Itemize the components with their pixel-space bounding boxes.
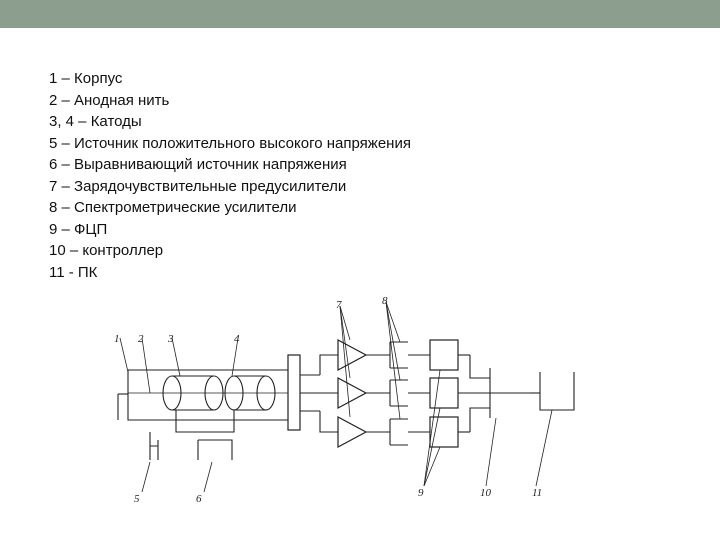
hv-source: [149, 432, 159, 460]
label-6: 6: [196, 493, 202, 505]
label-7: 7: [336, 299, 342, 311]
preamplifiers: [337, 338, 390, 449]
feedthrough-flange: [287, 354, 320, 431]
pc: [530, 372, 575, 411]
label-3: 3: [167, 333, 174, 345]
channel-3-line: [319, 411, 338, 433]
legend-item: 2 – Анодная нить: [49, 91, 170, 109]
channel-1-line: [319, 354, 338, 375]
legend-item: 3, 4 – Катоды: [49, 113, 142, 130]
label-10: 10: [480, 487, 492, 499]
legend-item: 8 – Спектрометрические усилители: [49, 199, 297, 216]
label-8: 8: [382, 295, 388, 307]
label-2: 2: [138, 333, 144, 345]
balancing-source: [197, 439, 233, 460]
legend-item: 10 – контроллер: [49, 242, 164, 259]
legend-item: 1 – Корпус: [49, 70, 123, 87]
label-11: 11: [532, 487, 542, 499]
legend-item: 5 – Источник положительного высокого нап…: [49, 134, 411, 152]
legend-item: 6 – Выравнивающий источник напряжения: [49, 156, 347, 173]
legend-item: 11 - ПК: [49, 263, 98, 281]
label-9: 9: [418, 487, 424, 499]
housing: [117, 369, 290, 421]
cathode-cylinder-3: [162, 375, 224, 411]
controller: [489, 368, 530, 418]
legend-item: 7 – Зарядочувствительные предусилители: [49, 177, 347, 195]
label-4: 4: [234, 333, 240, 345]
label-5: 5: [134, 493, 140, 505]
callout-lines: [119, 301, 553, 493]
cathode-link: [175, 420, 235, 433]
title-bar: [0, 0, 720, 28]
label-1: 1: [114, 333, 120, 345]
legend-item: 9 – ФЦП: [49, 220, 108, 238]
legend-list: 1 – Корпус 2 – Анодная нить 3, 4 – Катод…: [49, 68, 411, 283]
cathode-wiring: [175, 410, 235, 420]
spectrometric-amplifiers: [389, 341, 430, 446]
fcp-blocks: [429, 339, 490, 448]
